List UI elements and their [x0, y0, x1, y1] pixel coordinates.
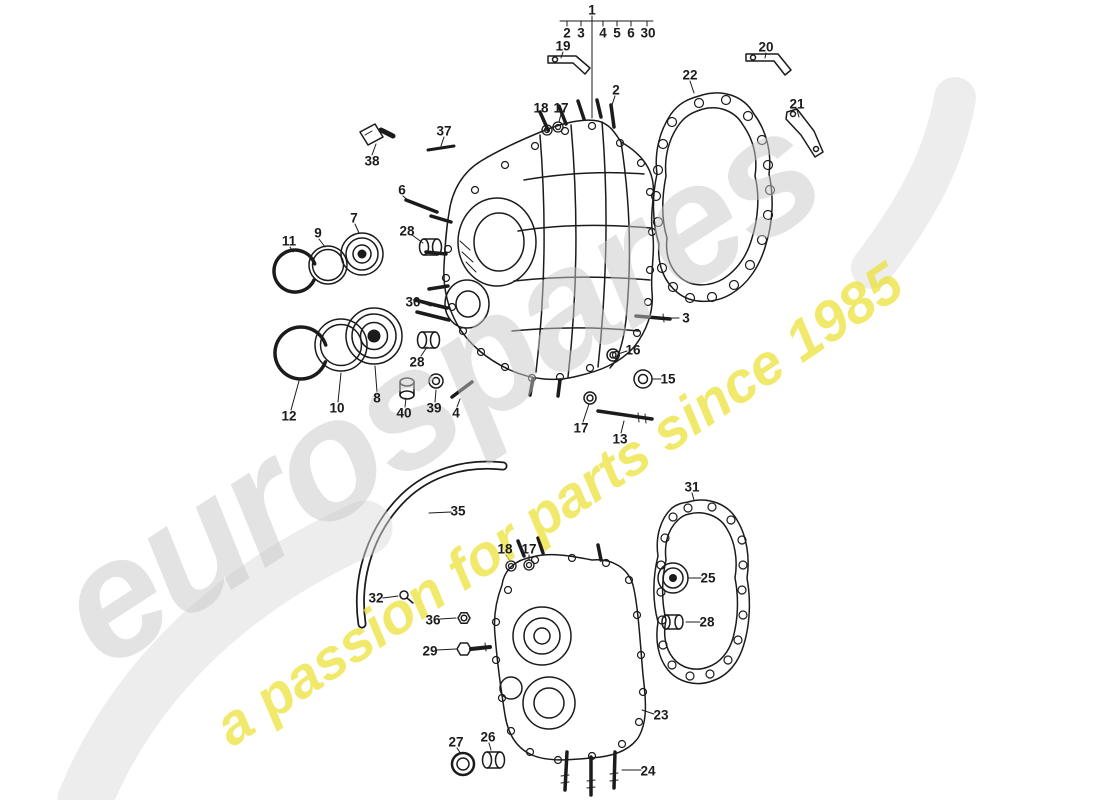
cover-gasket: [653, 499, 751, 685]
watermark-tagline: a passion for parts since 1985: [203, 250, 915, 759]
housing-gasket: [650, 92, 776, 304]
small-fasteners-upper: [359, 103, 672, 424]
side-cover: [491, 536, 648, 797]
small-fasteners-lower: [399, 559, 535, 777]
watermark: eurospares a passion for parts since 198…: [22, 73, 976, 800]
guide-tube: [355, 460, 508, 629]
watermark-swoosh-right: [851, 77, 976, 289]
leader-lines: [289, 51, 800, 771]
watermark-swoosh-left: [57, 500, 393, 800]
gearbox-housing: [424, 98, 657, 398]
reference-lines: [559, 15, 654, 119]
bearings-and-rings: [272, 232, 403, 381]
retaining-straps: [547, 53, 824, 158]
